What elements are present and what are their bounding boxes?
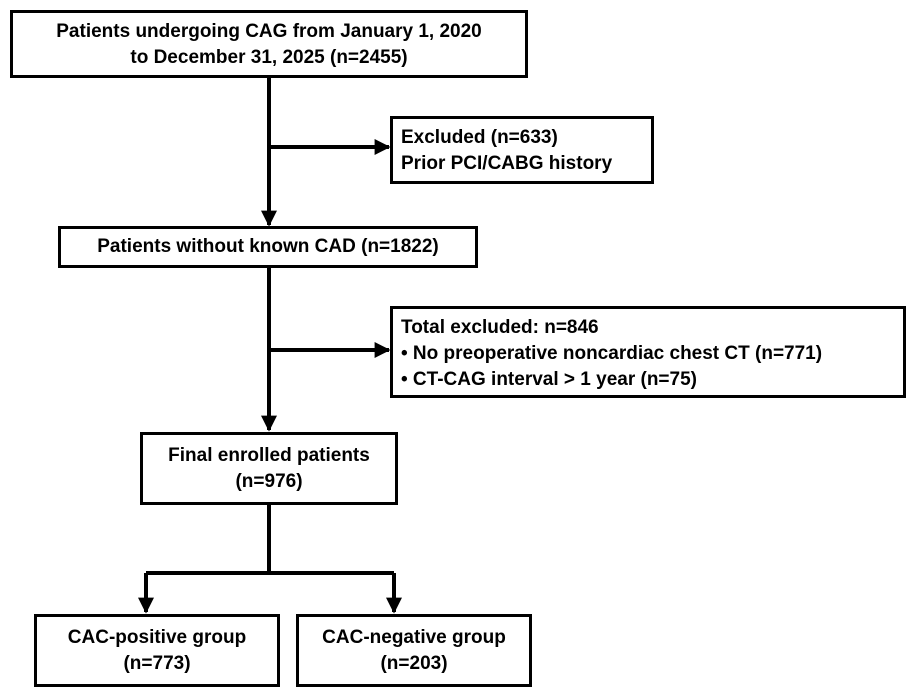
cac-positive-box: CAC-positive group (n=773) bbox=[34, 614, 280, 687]
exclusion1-line1: Excluded (n=633) bbox=[401, 127, 558, 148]
cac-negative-box: CAC-negative group (n=203) bbox=[296, 614, 532, 687]
exclusion1-line2: Prior PCI/CABG history bbox=[401, 153, 613, 174]
no-cad-line1: Patients without known CAD (n=1822) bbox=[97, 236, 439, 257]
initial-population-box: Patients undergoing CAG from January 1, … bbox=[10, 10, 528, 78]
exclusion1-box: Excluded (n=633) Prior PCI/CABG history bbox=[390, 116, 654, 184]
final-enrolled-line2: (n=976) bbox=[235, 471, 303, 492]
exclusion2-line2: • No preoperative noncardiac chest CT (n… bbox=[401, 343, 823, 364]
exclusion2-box: Total excluded: n=846 • No preoperative … bbox=[390, 306, 906, 398]
cac-negative-line1: CAC-negative group bbox=[322, 627, 506, 648]
exclusion2-line3: • CT-CAG interval > 1 year (n=75) bbox=[401, 369, 697, 390]
final-enrolled-box: Final enrolled patients (n=976) bbox=[140, 432, 398, 505]
cac-positive-line1: CAC-positive group bbox=[67, 627, 247, 648]
no-cad-box: Patients without known CAD (n=1822) bbox=[58, 226, 478, 268]
final-enrolled-line1: Final enrolled patients bbox=[168, 445, 370, 466]
initial-population-line2: to December 31, 2025 (n=2455) bbox=[130, 47, 408, 68]
exclusion2-line1: Total excluded: n=846 bbox=[401, 317, 599, 338]
cac-negative-line2: (n=203) bbox=[380, 653, 448, 674]
initial-population-line1: Patients undergoing CAG from January 1, … bbox=[56, 21, 482, 42]
cac-positive-line2: (n=773) bbox=[123, 653, 191, 674]
